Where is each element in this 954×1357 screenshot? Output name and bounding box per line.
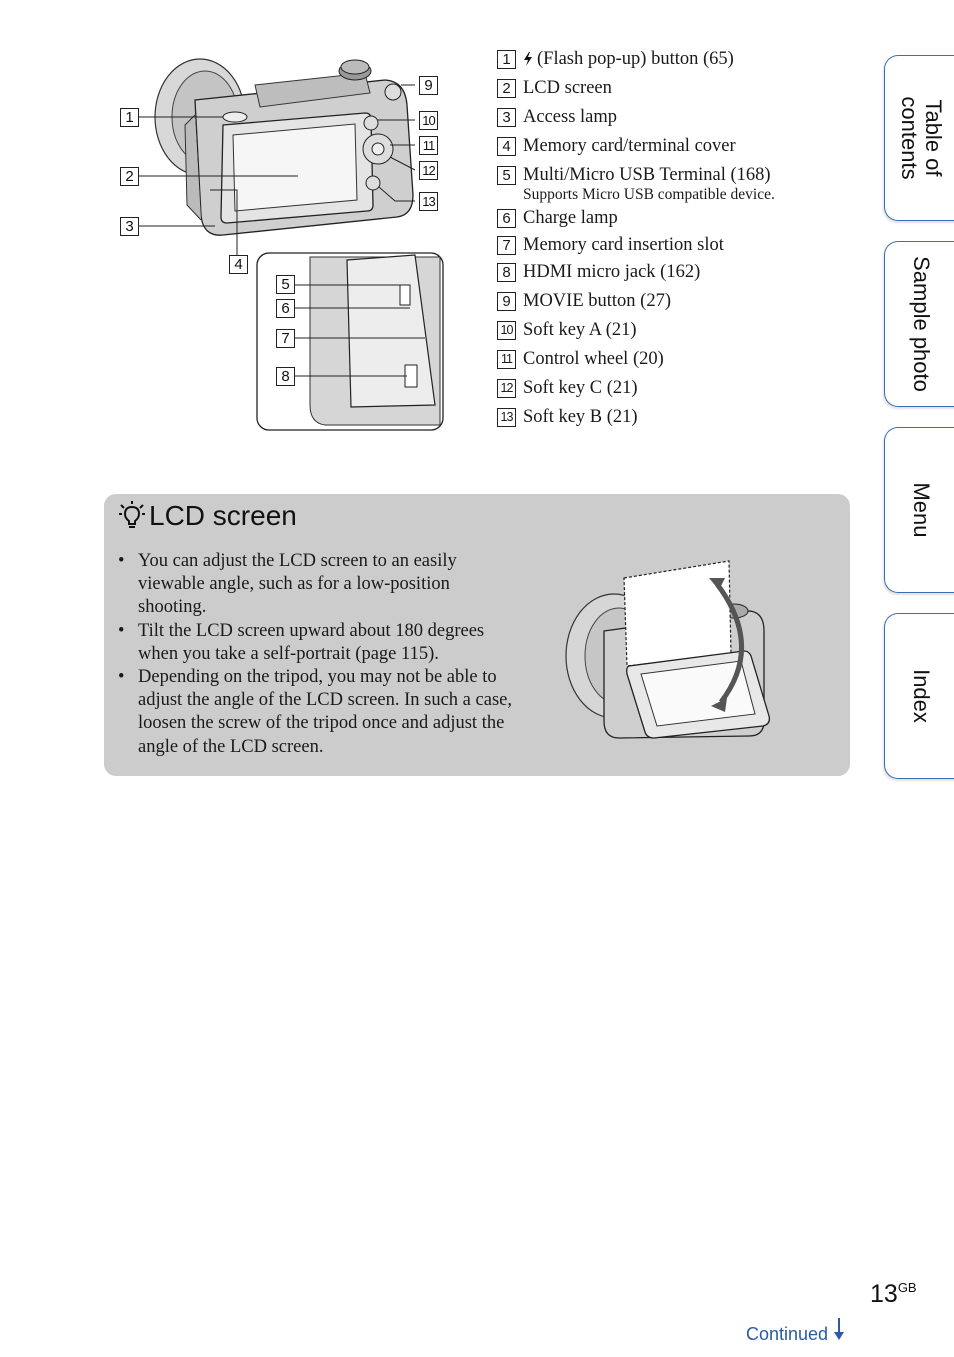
part-item: 2 LCD screen — [497, 75, 857, 104]
part-number: 8 — [497, 263, 516, 282]
part-label: Access lamp — [523, 107, 618, 127]
callout-8: 8 — [276, 367, 295, 386]
hint-box: LCD screen You can adjust the LCD screen… — [104, 494, 850, 776]
hint-title: LCD screen — [119, 500, 297, 532]
tab-sample-photo[interactable]: Sample photo — [884, 241, 954, 407]
tab-menu-label: Menu — [909, 482, 934, 538]
part-label: Soft key C (21) — [523, 378, 638, 398]
part-item: 10 Soft key A (21) — [497, 317, 857, 346]
hint-title-text: LCD screen — [149, 500, 297, 531]
part-label: Charge lamp — [523, 208, 618, 228]
part-item: 8 HDMI micro jack (162) — [497, 259, 857, 288]
callout-9: 9 — [419, 76, 438, 95]
part-number: 13 — [497, 408, 516, 427]
part-label: LCD screen — [523, 78, 612, 98]
page-number-value: 13 — [870, 1280, 898, 1308]
part-item: 11 Control wheel (20) — [497, 346, 857, 375]
page-number-suffix: GB — [897, 1280, 917, 1295]
part-label: HDMI micro jack (162) — [523, 262, 701, 282]
tab-toc-line1: Table of — [921, 99, 946, 177]
callout-12: 12 — [419, 161, 438, 180]
part-item: 9 MOVIE button (27) — [497, 288, 857, 317]
part-label: Multi/Micro USB Terminal (168) — [523, 165, 771, 185]
part-note: Supports Micro USB compatible device. — [523, 186, 775, 203]
arrow-down-icon — [834, 1318, 845, 1340]
flash-icon — [524, 52, 532, 66]
hint-bullets: You can adjust the LCD screen to an easi… — [118, 550, 518, 759]
part-number: 2 — [497, 79, 516, 98]
part-label: MOVIE button (27) — [523, 291, 671, 311]
tilting-lcd-illustration — [565, 560, 771, 739]
hint-bullet: You can adjust the LCD screen to an easi… — [118, 550, 518, 620]
callout-13: 13 — [419, 192, 438, 211]
callout-1: 1 — [120, 108, 139, 127]
camera-rear-figure: 1 2 3 4 5 6 7 8 9 10 11 12 13 — [115, 45, 455, 440]
tab-toc-line2: contents — [897, 96, 922, 180]
part-number: 10 — [497, 321, 516, 340]
page-number: 13GB — [870, 1280, 917, 1309]
part-number: 3 — [497, 108, 516, 127]
part-label: (Flash pop-up) button (65) — [537, 49, 734, 69]
tab-index[interactable]: Index — [884, 613, 954, 779]
part-label: Memory card insertion slot — [523, 235, 724, 255]
callout-4: 4 — [229, 255, 248, 274]
hint-bullet: Tilt the LCD screen upward about 180 deg… — [118, 620, 518, 666]
part-number: 5 — [497, 166, 516, 185]
part-number: 12 — [497, 379, 516, 398]
tab-index-label: Index — [909, 669, 934, 723]
tab-sample-label: Sample photo — [909, 256, 934, 392]
part-item: 12 Soft key C (21) — [497, 375, 857, 404]
callout-3: 3 — [120, 217, 139, 236]
part-item: 13 Soft key B (21) — [497, 404, 857, 433]
part-label: Memory card/terminal cover — [523, 136, 736, 156]
part-item: 7 Memory card insertion slot — [497, 234, 857, 259]
part-number: 7 — [497, 236, 516, 255]
callout-5: 5 — [276, 275, 295, 294]
part-number: 11 — [497, 350, 516, 369]
lightbulb-icon — [119, 501, 145, 528]
part-label: Control wheel (20) — [523, 349, 664, 369]
part-number: 4 — [497, 137, 516, 156]
callout-6: 6 — [276, 299, 295, 318]
parts-list: 1 (Flash pop-up) button (65) 2 LCD screen… — [497, 46, 857, 433]
callout-7: 7 — [276, 329, 295, 348]
part-number: 6 — [497, 209, 516, 228]
hint-bullet: Depending on the tripod, you may not be … — [118, 666, 518, 759]
part-number: 9 — [497, 292, 516, 311]
tab-menu[interactable]: Menu — [884, 427, 954, 593]
callout-10: 10 — [419, 111, 438, 130]
callout-2: 2 — [120, 167, 139, 186]
part-item: 6 Charge lamp — [497, 205, 857, 234]
part-item: 4 Memory card/terminal cover — [497, 133, 857, 162]
callout-11: 11 — [419, 136, 438, 155]
part-label: Soft key A (21) — [523, 320, 637, 340]
part-number: 1 — [497, 50, 516, 69]
part-item: 5 Multi/Micro USB Terminal (168) — [497, 162, 857, 191]
part-item: 1 (Flash pop-up) button (65) — [497, 46, 857, 75]
part-item: 3 Access lamp — [497, 104, 857, 133]
continued-label: Continued — [746, 1324, 829, 1344]
part-label: Soft key B (21) — [523, 407, 638, 427]
camera-illustration — [137, 58, 444, 431]
continued-link[interactable]: Continued — [746, 1318, 845, 1345]
